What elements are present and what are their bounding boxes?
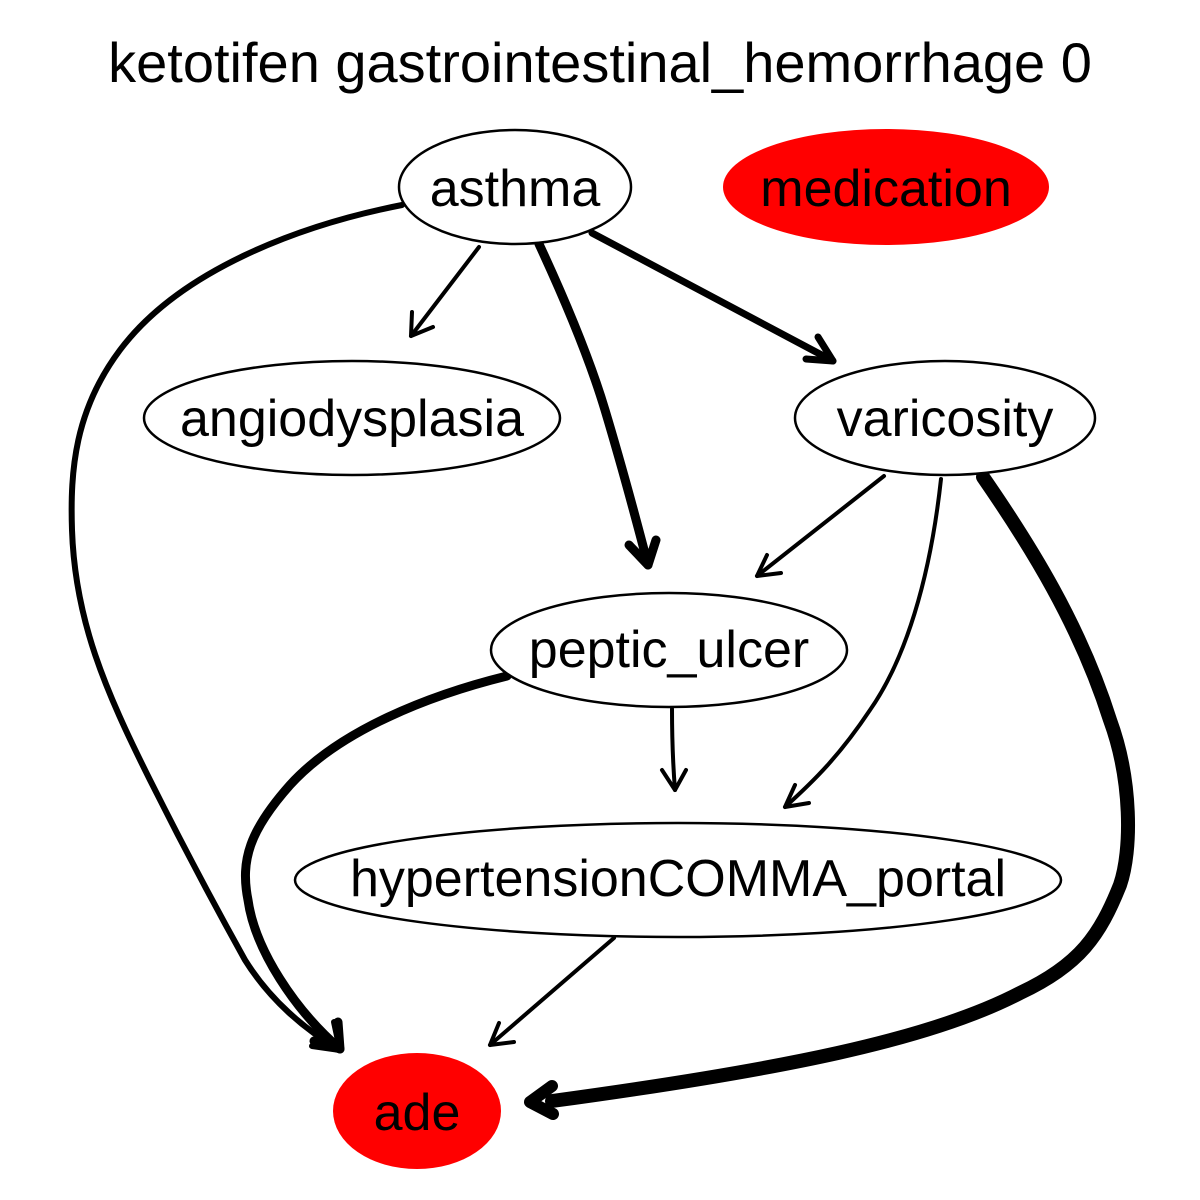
node-angiodysplasia[interactable]: angiodysplasia [142,359,562,477]
edge-asthma-angiodysplasia [409,245,481,338]
edge-asthma-varicosity [588,229,837,365]
edge-hypertension_portal-ade [488,936,616,1047]
diagram-title: ketotifen gastrointestinal_hemorrhage 0 [108,31,1092,94]
edge-peptic_ulcer-ade [241,671,512,1054]
node-medication-label: medication [760,160,1011,218]
edge-varicosity-ade [524,470,1136,1120]
node-asthma-label: asthma [430,160,601,218]
edge-varicosity-peptic_ulcer [755,474,886,578]
node-asthma[interactable]: asthma [397,128,633,246]
node-varicosity-label: varicosity [837,390,1054,448]
nodes: asthma medication angiodysplasia varicos… [142,128,1097,1169]
edge-varicosity-hypertension_portal [783,477,943,809]
node-angiodysplasia-label: angiodysplasia [180,390,524,448]
node-peptic_ulcer-label: peptic_ulcer [529,621,809,679]
node-hypertension_portal[interactable]: hypertensionCOMMA_portal [293,821,1063,939]
edge-asthma-ade [68,202,405,1053]
edge-peptic_ulcer-hypertension_portal [660,707,688,792]
node-peptic_ulcer-shape [489,591,849,709]
edges [68,202,1136,1120]
edge-asthma-peptic_ulcer [534,239,661,570]
node-ade-shape [333,1053,501,1169]
node-ade-label: ade [374,1084,461,1142]
node-peptic_ulcer[interactable]: peptic_ulcer [489,591,849,709]
node-medication[interactable]: medication [723,129,1049,245]
node-hypertension_portal-label: hypertensionCOMMA_portal [350,850,1006,908]
node-varicosity-shape [793,359,1097,477]
node-medication-shape [723,129,1049,245]
node-ade[interactable]: ade [333,1053,501,1169]
node-hypertension_portal-shape [293,821,1063,939]
node-varicosity[interactable]: varicosity [793,359,1097,477]
node-angiodysplasia-shape [142,359,562,477]
node-asthma-shape [397,128,633,246]
